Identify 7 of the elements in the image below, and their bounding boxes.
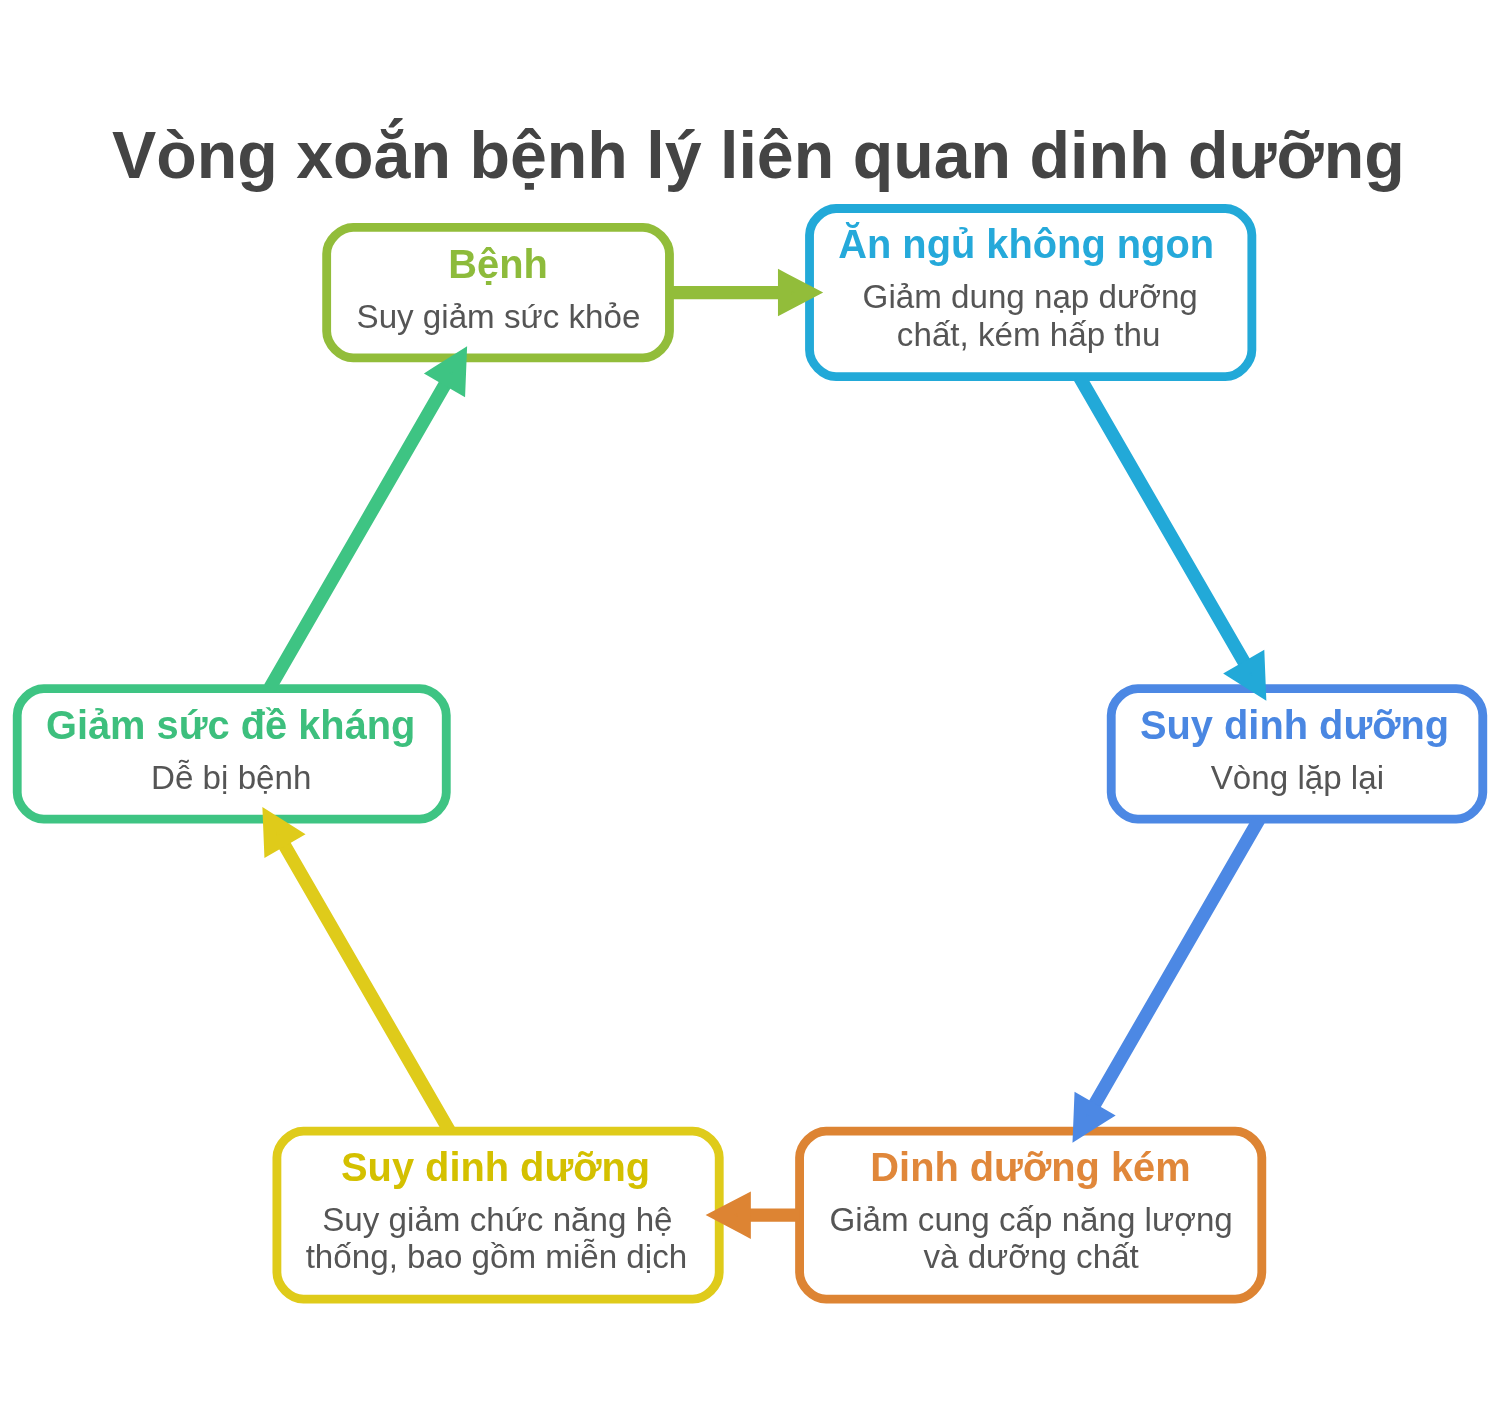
node-box: Giảm sức đề kháng Dễ bị bệnh (12, 684, 451, 824)
node-box: Suy dinh dưỡng Suy giảm chức năng hệ thống, bao gồm miễn dịch (272, 1126, 724, 1304)
node-box: Ăn ngủ không ngon Giảm dung nạp dưỡng chất, kém hấp thu (805, 204, 1257, 382)
node-box: Bệnh Suy giảm sức khỏe (322, 222, 674, 363)
diagram-title: Vòng xoắn bệnh lý liên quan dinh dưỡng (111, 117, 1405, 192)
node-box: Dinh dưỡng kém Giảm cung cấp năng lượng và dưỡng chất (795, 1126, 1267, 1304)
node-box: Suy dinh dưỡng Vòng lặp lại (1106, 684, 1488, 824)
